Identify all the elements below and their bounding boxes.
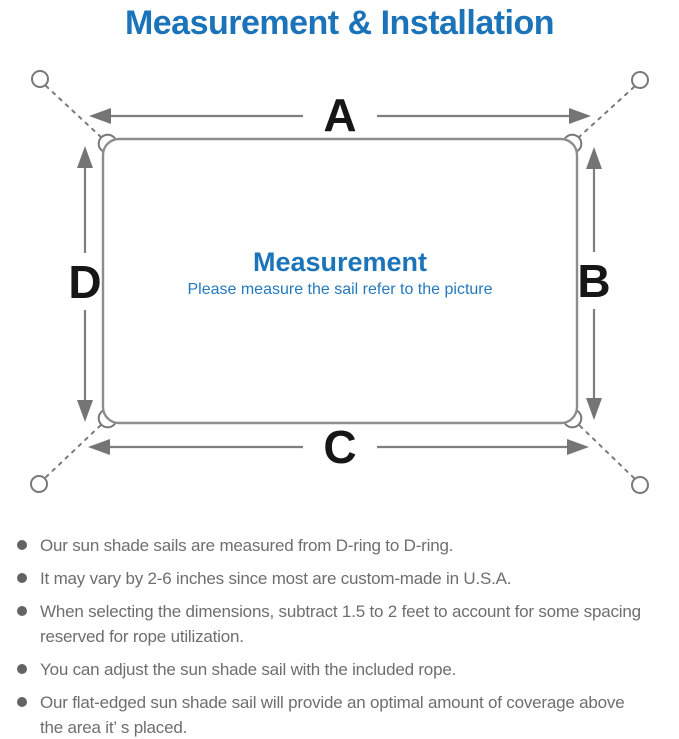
rope-line-top-left [45, 85, 103, 139]
arrow-up-icon [586, 147, 602, 169]
dimension-left: D [68, 146, 102, 422]
dimension-bottom: C [88, 421, 589, 473]
anchor-ring-top-left [31, 70, 49, 88]
anchor-ring-bottom-left [30, 475, 48, 493]
note-item: You can adjust the sun shade sail with t… [17, 657, 669, 682]
arrow-up-icon [77, 146, 93, 168]
sail-measurement-diagram: A C D B Measurement Please meas [30, 70, 649, 494]
arrow-down-icon [77, 400, 93, 422]
note-text: You can adjust the sun shade sail with t… [40, 660, 457, 679]
anchor-ring-top-right [631, 71, 649, 89]
note-item: It may vary by 2-6 inches since most are… [17, 566, 669, 591]
notes-list: Our sun shade sails are measured from D-… [17, 533, 669, 739]
bullet-icon [17, 540, 27, 550]
dimension-top: A [89, 89, 591, 141]
anchor-ring-bottom-right [631, 476, 649, 494]
sail-outline [101, 137, 579, 425]
arrow-down-icon [586, 398, 602, 420]
note-item: When selecting the dimensions, subtract … [17, 599, 669, 649]
note-item: Our sun shade sails are measured from D-… [17, 533, 669, 558]
bullet-icon [17, 606, 27, 616]
dimension-label-a: A [323, 89, 356, 141]
dimension-label-d: D [68, 256, 101, 308]
arrow-left-icon [89, 108, 111, 124]
dimension-label-b: B [577, 255, 610, 307]
note-text: It may vary by 2-6 inches since most are… [40, 569, 512, 588]
dimension-right: B [577, 147, 611, 420]
note-text: Our flat-edged sun shade sail will provi… [40, 693, 625, 737]
rope-line-bottom-left [45, 423, 103, 478]
bullet-icon [17, 664, 27, 674]
arrow-right-icon [569, 108, 591, 124]
arrow-left-icon [88, 439, 110, 455]
rope-line-bottom-right [577, 423, 635, 479]
bullet-icon [17, 697, 27, 707]
dimension-label-c: C [323, 421, 356, 473]
sail-measure-heading: Measurement [253, 247, 427, 277]
note-text: Our sun shade sails are measured from D-… [40, 536, 454, 555]
note-text: When selecting the dimensions, subtract … [40, 602, 641, 646]
page-title: Measurement & Installation [124, 4, 555, 42]
rope-line-top-right [577, 86, 635, 139]
arrow-right-icon [567, 439, 589, 455]
sail-measure-caption: Please measure the sail refer to the pic… [187, 281, 492, 298]
note-item: Our flat-edged sun shade sail will provi… [17, 690, 669, 739]
bullet-icon [17, 573, 27, 583]
